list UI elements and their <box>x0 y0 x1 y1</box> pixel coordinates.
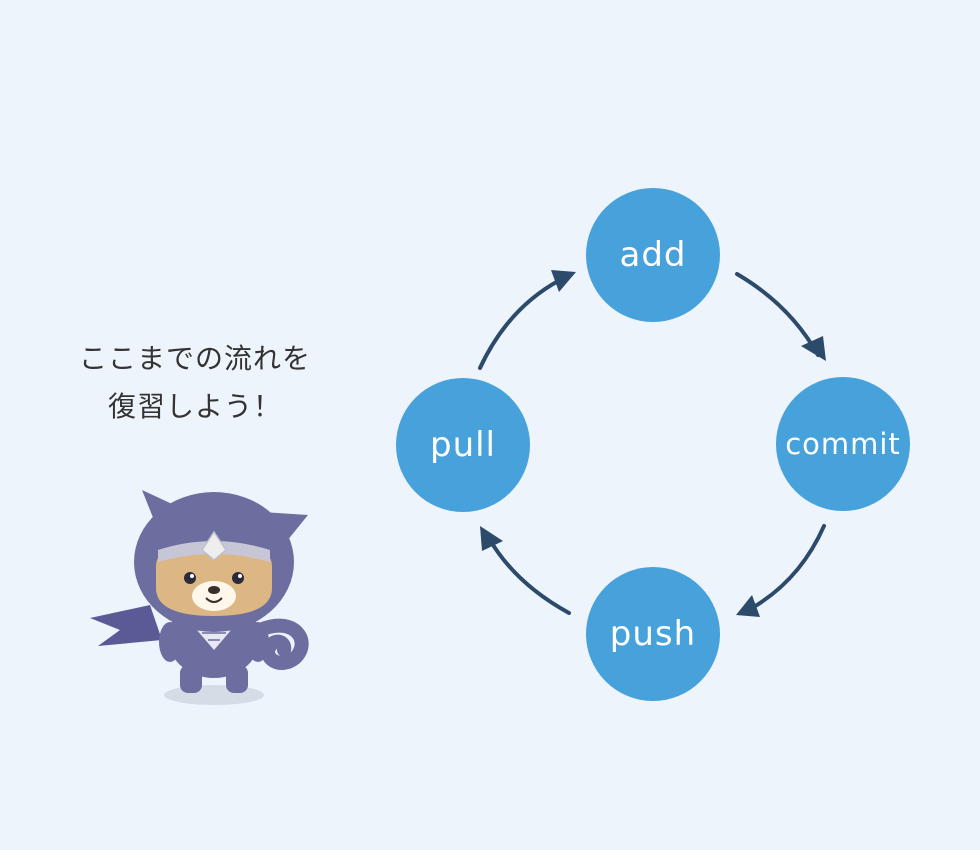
mascot-eye-left-highlight <box>190 574 194 578</box>
mascot-face <box>156 542 272 616</box>
node-add: add <box>586 188 720 322</box>
node-commit-label: commit <box>785 427 901 461</box>
node-push: push <box>586 567 720 701</box>
mascot-muzzle <box>192 581 236 611</box>
arrow-pull-to-add <box>478 278 562 370</box>
arrow-push-to-pull <box>488 538 571 615</box>
arrow-commit-to-push <box>750 524 826 610</box>
node-push-label: push <box>609 614 697 654</box>
mascot-tail <box>253 618 309 670</box>
mascot-arm-left <box>159 622 181 662</box>
arrowhead-commit-to-push <box>736 595 760 617</box>
arrowhead-add-to-commit <box>801 336 826 361</box>
mascot-mouth <box>205 597 223 603</box>
mascot-arm-right <box>247 622 269 662</box>
caption-line-1: ここまでの流れを <box>78 342 311 375</box>
mascot-headband-plate <box>201 530 227 561</box>
mascot-cape <box>90 605 162 646</box>
mascot-nose <box>208 586 220 594</box>
caption-text: ここまでの流れを 復習しよう！ <box>40 335 350 431</box>
node-pull-label: pull <box>429 425 497 465</box>
caption-line-2: 復習しよう！ <box>107 390 282 423</box>
node-add-label: add <box>619 235 687 275</box>
arrowhead-push-to-pull <box>480 526 503 551</box>
arrowhead-pull-to-add <box>551 270 576 292</box>
mascot-eye-right-highlight <box>238 574 242 578</box>
ninja-dog-mascot-icon <box>90 490 309 705</box>
node-commit: commit <box>776 377 910 511</box>
arrow-add-to-commit <box>735 272 820 357</box>
node-pull: pull <box>396 378 530 512</box>
